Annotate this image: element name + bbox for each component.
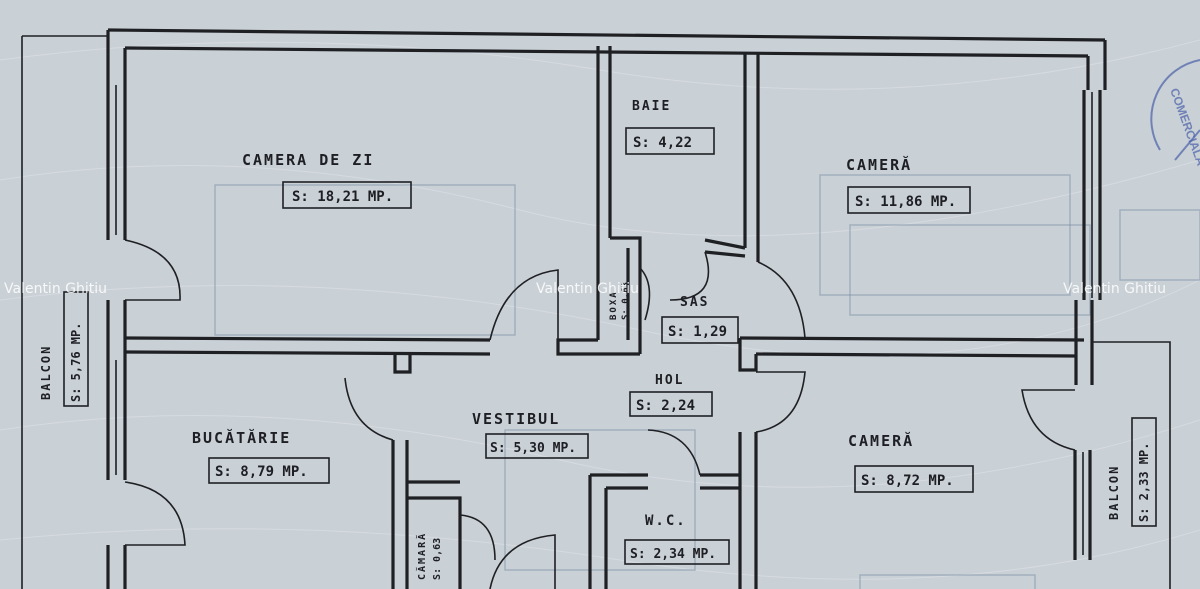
svg-text:S: 1,29: S: 1,29 — [668, 324, 727, 340]
area-box-camera-1: S: 11,86 MP. — [847, 186, 971, 214]
left-balcony-outline — [21, 35, 108, 589]
svg-text:S: 11,86 MP.: S: 11,86 MP. — [855, 194, 956, 210]
svg-text:S: 18,21 MP.: S: 18,21 MP. — [292, 189, 393, 205]
room-label-vestibul: VESTIBUL — [472, 410, 560, 428]
area-box-wc: S: 2,34 MP. — [624, 539, 730, 565]
watermark-center: Valentin Ghitiu — [536, 281, 639, 297]
watermark-right: Valentin Ghitiu — [1063, 281, 1166, 297]
room-label-camera-1: CAMERĂ — [846, 155, 912, 174]
svg-text:BALCON: BALCON — [1107, 465, 1121, 520]
area-box-sas: S: 1,29 — [661, 316, 739, 344]
room-label-camera-2: CAMERĂ — [848, 431, 914, 450]
left-balcony-label: BALCON — [39, 345, 53, 400]
svg-text:S: 4,22: S: 4,22 — [633, 135, 692, 151]
doors — [124, 239, 1076, 589]
svg-text:S: 0,63: S: 0,63 — [432, 538, 443, 580]
svg-text:CĂMARĂ: CĂMARĂ — [415, 532, 428, 580]
svg-text:S: 8,72 MP.: S: 8,72 MP. — [861, 473, 954, 489]
camara-vertical-label: CĂMARĂ S: 0,63 — [415, 532, 443, 580]
svg-text:S: 8,79 MP.: S: 8,79 MP. — [215, 464, 308, 480]
svg-text:S: 2,24: S: 2,24 — [636, 398, 695, 414]
svg-text:S: 2,34 MP.: S: 2,34 MP. — [630, 547, 716, 562]
room-label-wc: W.C. — [645, 513, 687, 529]
room-label-baie: BAIE — [632, 99, 671, 114]
svg-text:S: 5,30 MP.: S: 5,30 MP. — [490, 441, 576, 456]
svg-text:S: 2,33 MP.: S: 2,33 MP. — [1137, 443, 1151, 522]
svg-text:S: 0,63: S: 0,63 — [621, 282, 631, 320]
right-balcony-area: S: 2,33 MP. — [1131, 417, 1157, 527]
room-label-camera-de-zi: CAMERA DE ZI — [242, 151, 374, 169]
room-label-sas: SAS — [680, 295, 709, 310]
room-label-hol: HOL — [655, 373, 684, 388]
area-box-hol: S: 2,24 — [629, 391, 713, 417]
svg-text:BOXA: BOXA — [609, 290, 619, 320]
svg-text:S: 5,76 MP.: S: 5,76 MP. — [69, 323, 83, 402]
area-box-bucatarie: S: 8,79 MP. — [208, 457, 330, 484]
walls — [106, 28, 1171, 589]
boxa-vertical-label: BOXA S: 0,63 — [609, 282, 631, 320]
area-box-camera-de-zi: S: 18,21 MP. — [282, 181, 412, 209]
area-box-camera-2: S: 8,72 MP. — [854, 465, 974, 493]
left-balcony-area: S: 5,76 MP. — [63, 291, 89, 407]
background-ghost-lines — [214, 174, 1200, 589]
room-label-bucatarie: BUCĂTĂRIE — [192, 428, 291, 447]
right-balcony-label: BALCON — [1107, 465, 1121, 520]
area-box-baie: S: 4,22 — [625, 127, 715, 155]
watermark-left: Valentin Ghitiu — [4, 281, 107, 297]
svg-text:BALCON: BALCON — [39, 345, 53, 400]
area-box-vestibul: S: 5,30 MP. — [485, 433, 589, 459]
